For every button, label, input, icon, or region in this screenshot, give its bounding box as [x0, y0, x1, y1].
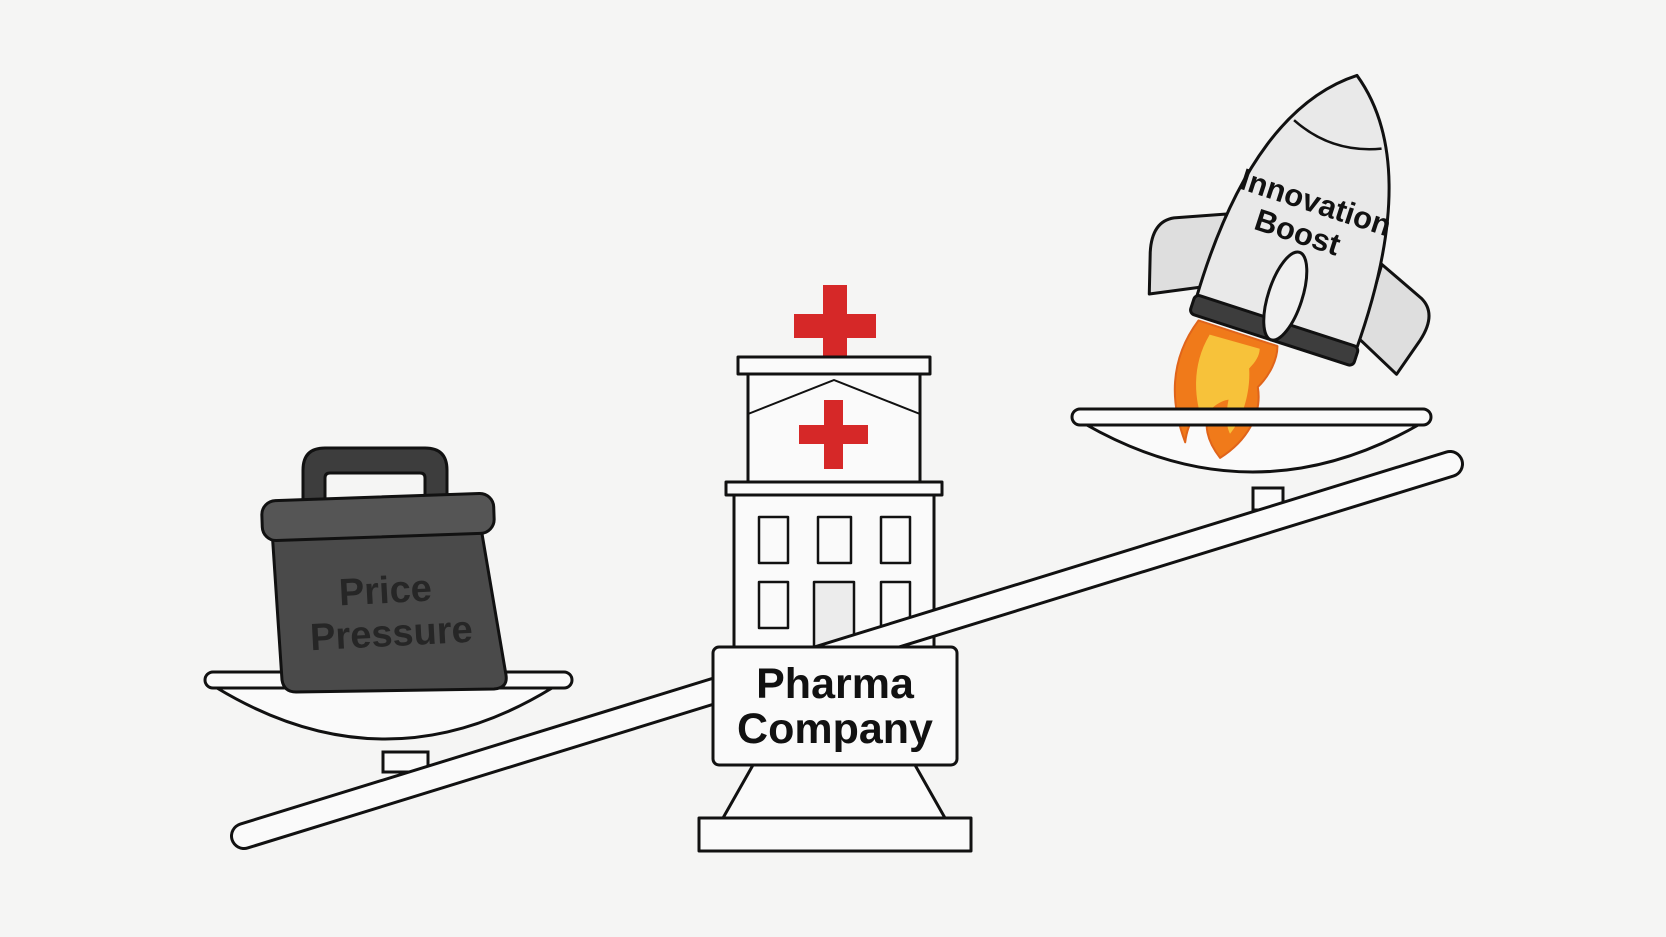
roof-red-cross-icon — [794, 285, 876, 367]
price-pressure-weight: Price Pressure — [260, 446, 508, 694]
right-pan-bowl — [1083, 422, 1422, 474]
building-top-cap — [736, 355, 932, 376]
building-windows — [757, 515, 912, 630]
window — [879, 515, 912, 565]
window — [757, 515, 790, 565]
weight-body — [270, 520, 508, 694]
rocket-left-fin — [1147, 212, 1229, 296]
weight-label-line2: Pressure — [309, 609, 474, 659]
fulcrum-base — [697, 763, 973, 853]
fulcrum-stand — [721, 763, 947, 820]
fulcrum-label-line2: Company — [737, 705, 933, 753]
fulcrum-label-box: Pharma Company — [711, 645, 959, 767]
window — [816, 515, 853, 565]
innovation-rocket: Innovation Boost — [1147, 73, 1431, 459]
fulcrum-foot — [697, 816, 973, 853]
right-pan-rim — [1070, 407, 1433, 427]
window — [757, 580, 790, 630]
building-red-cross-icon — [799, 400, 868, 469]
rocket-right-fin — [1358, 262, 1431, 376]
fulcrum-label-line1: Pharma — [756, 660, 915, 708]
building-gable — [747, 379, 921, 415]
building-ledge — [724, 480, 944, 497]
weight-label-line1: Price — [338, 568, 433, 615]
pharma-building — [724, 285, 944, 657]
rocket-flame-inner — [1196, 334, 1260, 434]
left-pan-bowl — [215, 686, 554, 741]
rocket-center-fin — [1262, 250, 1309, 342]
weight-lid — [260, 491, 496, 543]
rocket-nose-line — [1293, 119, 1382, 151]
